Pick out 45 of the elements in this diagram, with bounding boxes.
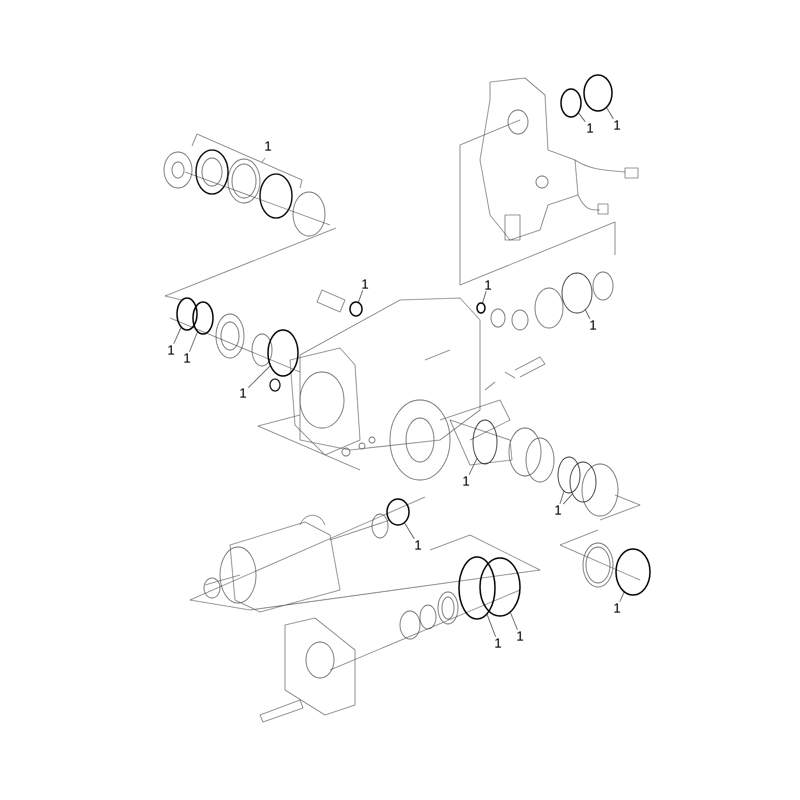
seal-ring [558,456,580,494]
seal-ring [472,420,498,464]
leader-line [189,332,198,352]
seal-ring [176,297,198,331]
seal-ring [267,329,299,377]
callout-number: 1 [415,540,422,550]
seal-ring [349,301,363,317]
callout-number: 1 [485,280,492,290]
callout-number: 1 [517,631,524,641]
seal-ring [560,88,582,118]
leader-line [563,494,573,504]
leader-line [468,458,478,476]
leader-line [619,592,624,602]
seal-ring [476,302,486,314]
seal-ring [562,272,592,314]
callout-number: 1 [614,603,620,613]
leader-line [510,612,518,630]
leader-line [486,614,496,638]
callout-number: 1 [362,279,368,289]
leader-line [578,112,586,122]
leader-line [404,522,415,540]
seal-ring [458,556,496,620]
callout-number: 1 [495,638,502,648]
seal-ring [615,548,651,596]
seal-ring [386,498,410,526]
leader-line [482,290,486,303]
leader-line [585,310,590,320]
leader-line [248,366,270,388]
leader-line [358,290,364,302]
callout-number: 1 [614,120,620,130]
callout-number: 1 [463,476,470,486]
seal-ring [583,74,613,112]
leader-line [606,108,614,120]
callout-number: 1 [590,320,596,330]
callout-number: 1 [168,345,174,355]
callout-number: 1 [184,353,190,363]
seal-ring [570,462,596,502]
leader-line [560,491,564,504]
callout-number: 1 [555,505,562,515]
seal-ring [192,301,214,335]
callout-number: 1 [265,141,272,151]
leader-line [173,328,182,344]
callout-number: 1 [587,123,594,133]
callout-number: 1 [240,388,246,398]
seal-ring [479,557,521,617]
